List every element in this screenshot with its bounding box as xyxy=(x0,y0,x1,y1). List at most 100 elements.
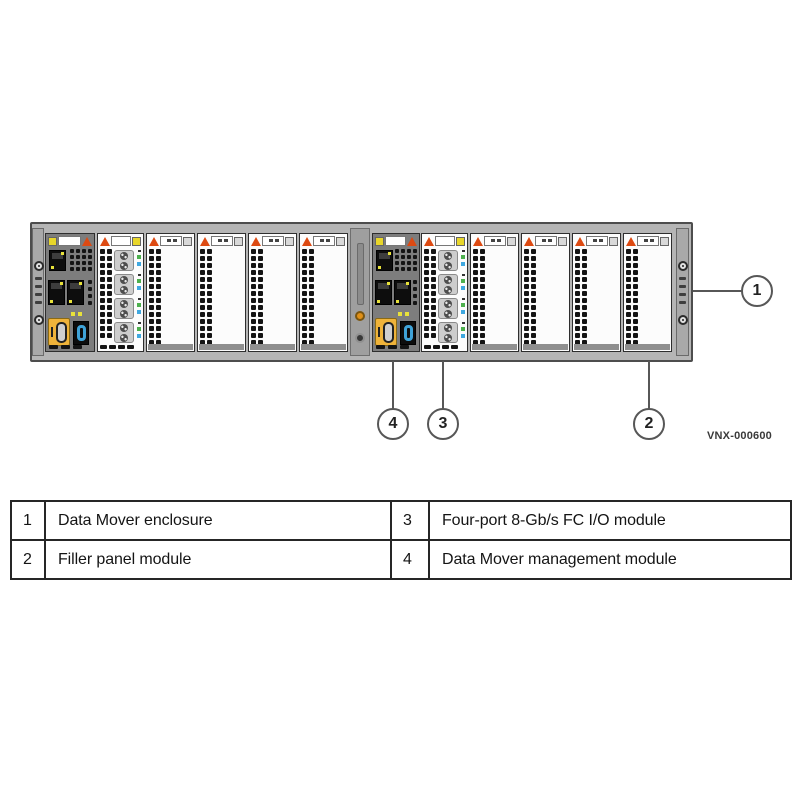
vent-grid xyxy=(626,249,638,345)
vent-hole xyxy=(424,256,429,261)
link-led xyxy=(137,327,141,331)
vent-hole xyxy=(156,291,161,296)
management-aux-port xyxy=(400,321,416,345)
bottom-vent xyxy=(400,345,409,349)
link-led xyxy=(387,282,390,285)
link-led xyxy=(137,279,141,283)
activity-led xyxy=(69,300,72,303)
gray-tab xyxy=(285,236,294,246)
module-label-strip xyxy=(374,235,418,247)
vent-hole xyxy=(156,298,161,303)
vent-hole xyxy=(401,249,405,253)
vent-hole xyxy=(200,256,205,261)
lc-connector xyxy=(444,299,452,308)
bottom-vent xyxy=(118,345,125,349)
vent-hole xyxy=(156,256,161,261)
vent-hole xyxy=(424,263,429,268)
vent-hole xyxy=(107,256,112,261)
vent-hole xyxy=(302,249,307,254)
vent-hole xyxy=(413,267,417,271)
vent-hole xyxy=(149,319,154,324)
vent-grid xyxy=(88,280,92,305)
vent-hole xyxy=(207,298,212,303)
vent-hole xyxy=(251,305,256,310)
vent-hole xyxy=(100,284,105,289)
chassis-divider xyxy=(350,228,370,356)
callout-2: 2 xyxy=(633,408,665,440)
gray-tab xyxy=(558,236,567,246)
screw-dot xyxy=(38,319,40,321)
vent-hole xyxy=(76,249,80,253)
vent-hole xyxy=(480,340,485,345)
db9-serial-port xyxy=(375,318,397,346)
warning-triangle-icon xyxy=(626,236,636,246)
vent-hole xyxy=(401,255,405,259)
module-label-strip xyxy=(625,235,670,247)
vent-hole xyxy=(582,256,587,261)
activity-led xyxy=(461,286,465,290)
vent-hole xyxy=(431,256,436,261)
vent-hole xyxy=(524,256,529,261)
screw-icon xyxy=(678,261,688,271)
vent-hole xyxy=(309,263,314,268)
screw-icon xyxy=(355,333,365,343)
status-led xyxy=(398,312,402,316)
vent-hole xyxy=(200,333,205,338)
vent-hole xyxy=(424,319,429,324)
yellow-tab xyxy=(375,236,384,246)
warning-triangle-icon xyxy=(251,236,261,246)
vent-hole xyxy=(480,319,485,324)
vent-hole xyxy=(626,298,631,303)
vent-hole xyxy=(407,261,411,265)
vent-hole xyxy=(473,277,478,282)
vent-hole xyxy=(251,326,256,331)
module-label-strip xyxy=(301,235,346,247)
data-mover-management-module xyxy=(372,233,420,352)
vent-hole xyxy=(302,312,307,317)
vent-hole xyxy=(424,277,429,282)
vent-hole xyxy=(473,298,478,303)
vent-hole xyxy=(575,263,580,268)
vent-hole xyxy=(258,256,263,261)
vent-hole xyxy=(524,284,529,289)
vent-hole xyxy=(531,270,536,275)
vent-hole xyxy=(531,340,536,345)
link-led xyxy=(406,282,409,285)
module-label-strip xyxy=(148,235,193,247)
vent-hole xyxy=(149,298,154,303)
link-led xyxy=(79,282,82,285)
vent-hole xyxy=(524,291,529,296)
lc-connector xyxy=(444,323,452,332)
legend-label: Four-port 8-Gb/s FC I/O module xyxy=(430,502,790,541)
vent-hole xyxy=(207,284,212,289)
vent-hole xyxy=(258,326,263,331)
vent-hole xyxy=(633,270,638,275)
port-number-tick xyxy=(462,298,465,300)
lc-connector xyxy=(444,309,452,318)
vent-hole xyxy=(626,263,631,268)
vent-hole xyxy=(88,287,92,291)
vent-hole xyxy=(251,263,256,268)
vent-hole xyxy=(575,305,580,310)
vent-hole xyxy=(531,249,536,254)
vent-hole xyxy=(473,319,478,324)
vent-hole xyxy=(424,291,429,296)
vent-hole xyxy=(473,263,478,268)
vent-hole xyxy=(531,291,536,296)
vent-hole xyxy=(524,305,529,310)
module-bottom-bar xyxy=(472,344,517,350)
vent-hole xyxy=(258,312,263,317)
filler-panel-module xyxy=(623,233,672,352)
lc-connector xyxy=(120,323,128,332)
vent-hole xyxy=(582,333,587,338)
label-bar xyxy=(211,236,233,246)
sfp-cage xyxy=(114,250,134,271)
vent-hole xyxy=(626,340,631,345)
vent-hole xyxy=(258,277,263,282)
gray-tab xyxy=(507,236,516,246)
vent-hole xyxy=(531,277,536,282)
vent-hole xyxy=(633,249,638,254)
label-bar xyxy=(160,236,182,246)
module-bottom-bar xyxy=(523,344,568,350)
bottom-vent xyxy=(100,345,107,349)
